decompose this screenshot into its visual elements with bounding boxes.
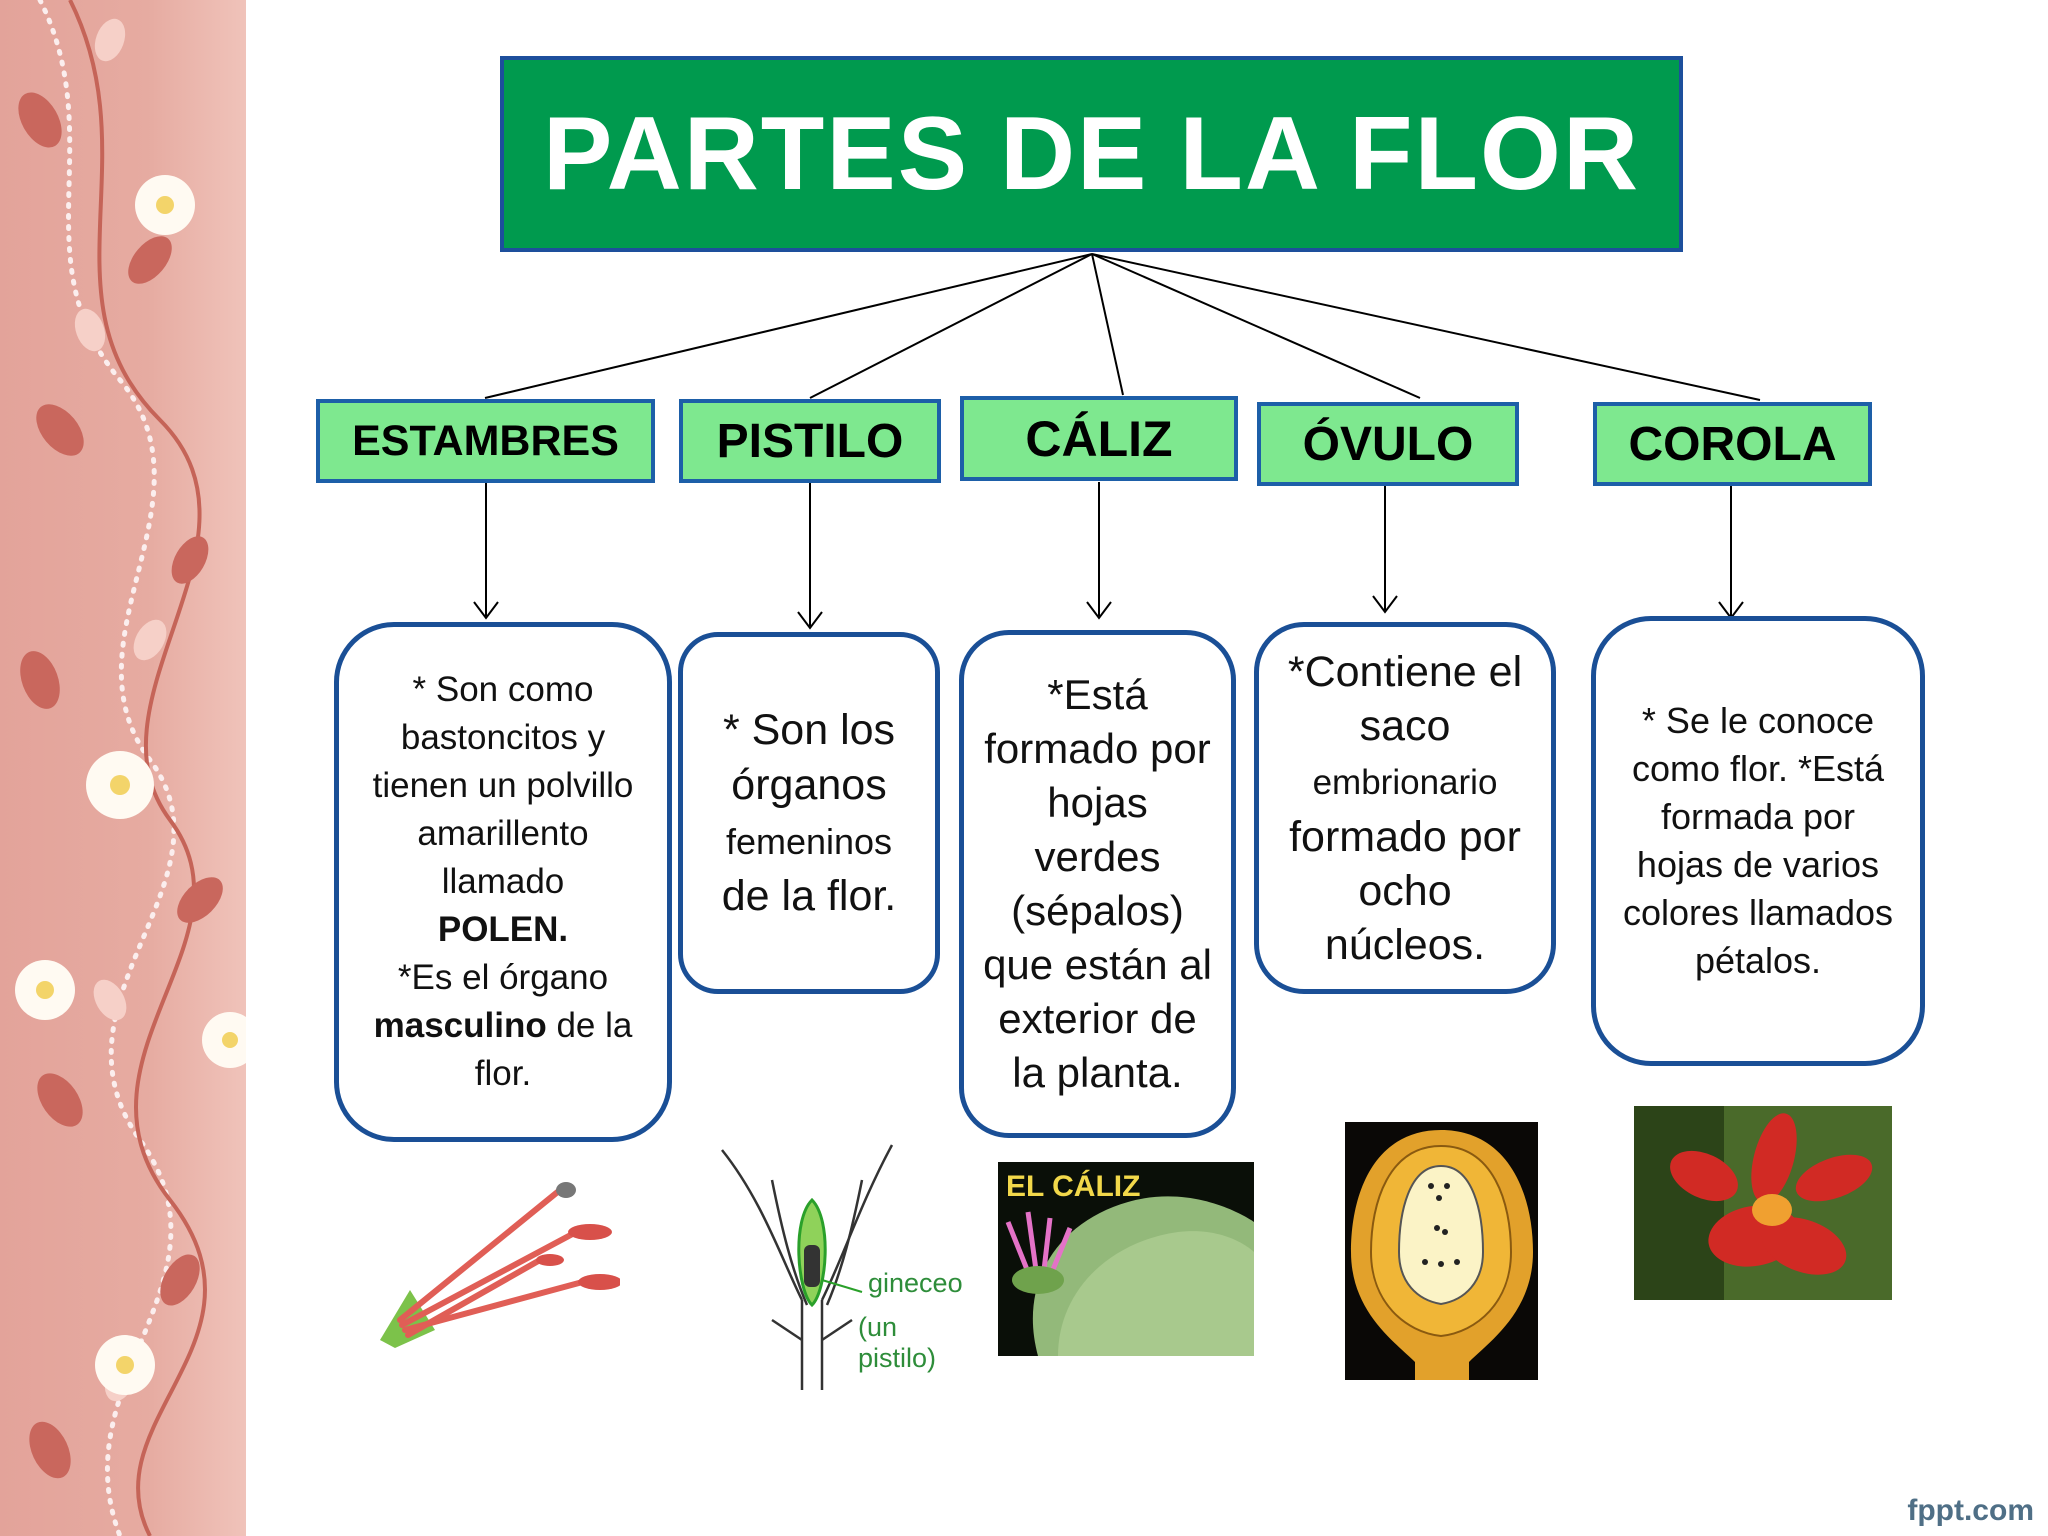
part-box-pistilo: PISTILO xyxy=(679,399,941,483)
desc-estambres-masculino: masculino xyxy=(373,1006,547,1045)
desc-estambres-line3: de la flor. xyxy=(474,1006,633,1093)
desc-estambres-line1: * Son como bastoncitos y tienen un polvi… xyxy=(372,670,634,901)
pistil-label-gineceo: gineceo xyxy=(868,1268,962,1298)
desc-text-ovulo: *Contiene el saco embrionario formado po… xyxy=(1277,645,1533,972)
title-box: PARTES DE LA FLOR xyxy=(500,56,1683,252)
footer-logo: fppt.com xyxy=(1907,1494,2034,1527)
floral-vine-decoration xyxy=(15,0,246,1536)
connector-title-ovulo xyxy=(1091,253,1421,399)
part-label-ovulo: ÓVULO xyxy=(1302,417,1474,471)
desc-pistilo-b: femeninos xyxy=(725,820,893,862)
caliz-image-label: EL CÁLIZ xyxy=(1006,1170,1141,1203)
connector-title-caliz xyxy=(1091,253,1124,396)
desc-box-estambres: * Son como bastoncitos y tienen un polvi… xyxy=(334,622,672,1142)
desc-pistilo-c: de la flor. xyxy=(721,871,897,920)
desc-estambres-line2: *Es el órgano xyxy=(397,958,609,997)
part-label-estambres: ESTAMBRES xyxy=(352,416,619,465)
part-label-corola: COROLA xyxy=(1628,417,1837,471)
desc-text-corola: * Se le conoce como flor. *Está formada … xyxy=(1622,700,1894,981)
desc-box-caliz: *Está formado por hojas verdes (sépalos)… xyxy=(959,630,1236,1138)
arrow-head-pistilo xyxy=(797,611,823,630)
desc-box-pistilo: * Son los órganos femeninos de la flor. xyxy=(678,632,940,994)
corola-illustration xyxy=(1634,1106,1892,1300)
desc-ovulo-b: embrionario xyxy=(1312,762,1498,802)
desc-pistilo-a: * Son los órganos xyxy=(722,705,896,809)
desc-text-caliz: *Está formado por hojas verdes (sépalos)… xyxy=(983,671,1212,1096)
desc-box-corola: * Se le conoce como flor. *Está formada … xyxy=(1591,616,1925,1066)
diagram-title: PARTES DE LA FLOR xyxy=(542,95,1641,212)
desc-ovulo-a: *Contiene el saco xyxy=(1287,647,1523,750)
part-box-estambres: ESTAMBRES xyxy=(316,399,655,483)
part-box-ovulo: ÓVULO xyxy=(1257,402,1519,486)
connector-title-corola xyxy=(1091,253,1761,401)
caliz-illustration: EL CÁLIZ xyxy=(998,1162,1254,1356)
arrow-head-estambres xyxy=(473,601,499,620)
arrow-head-ovulo xyxy=(1372,595,1398,614)
desc-text-estambres: * Son como bastoncitos y tienen un polvi… xyxy=(357,666,649,1098)
desc-box-ovulo: *Contiene el saco embrionario formado po… xyxy=(1254,622,1556,994)
pistil-label-un-pistilo: (un pistilo) xyxy=(858,1312,937,1373)
desc-estambres-polen: POLEN. xyxy=(437,910,569,949)
desc-ovulo-c: formado por ocho núcleos. xyxy=(1289,812,1521,969)
floral-side-band xyxy=(0,0,246,1536)
caliz-image xyxy=(1005,1196,1254,1356)
part-label-pistilo: PISTILO xyxy=(716,414,904,468)
part-box-corola: COROLA xyxy=(1593,402,1872,486)
connector-title-pistilo xyxy=(809,253,1093,399)
arrow-head-caliz xyxy=(1086,601,1112,620)
pistil-image xyxy=(721,1144,894,1390)
ovulo-image xyxy=(1351,1130,1533,1380)
stamen-image xyxy=(380,1182,620,1348)
ovulo-illustration xyxy=(1345,1122,1538,1380)
part-label-caliz: CÁLIZ xyxy=(1025,410,1173,467)
connector-title-estambres xyxy=(484,253,1093,399)
stamen-illustration xyxy=(380,1170,620,1350)
pistil-illustration: gineceo (un pistilo) xyxy=(712,1140,962,1400)
corola-image xyxy=(1634,1106,1892,1300)
desc-text-pistilo: * Son los órganos femeninos de la flor. xyxy=(701,703,917,924)
part-box-caliz: CÁLIZ xyxy=(960,396,1238,481)
